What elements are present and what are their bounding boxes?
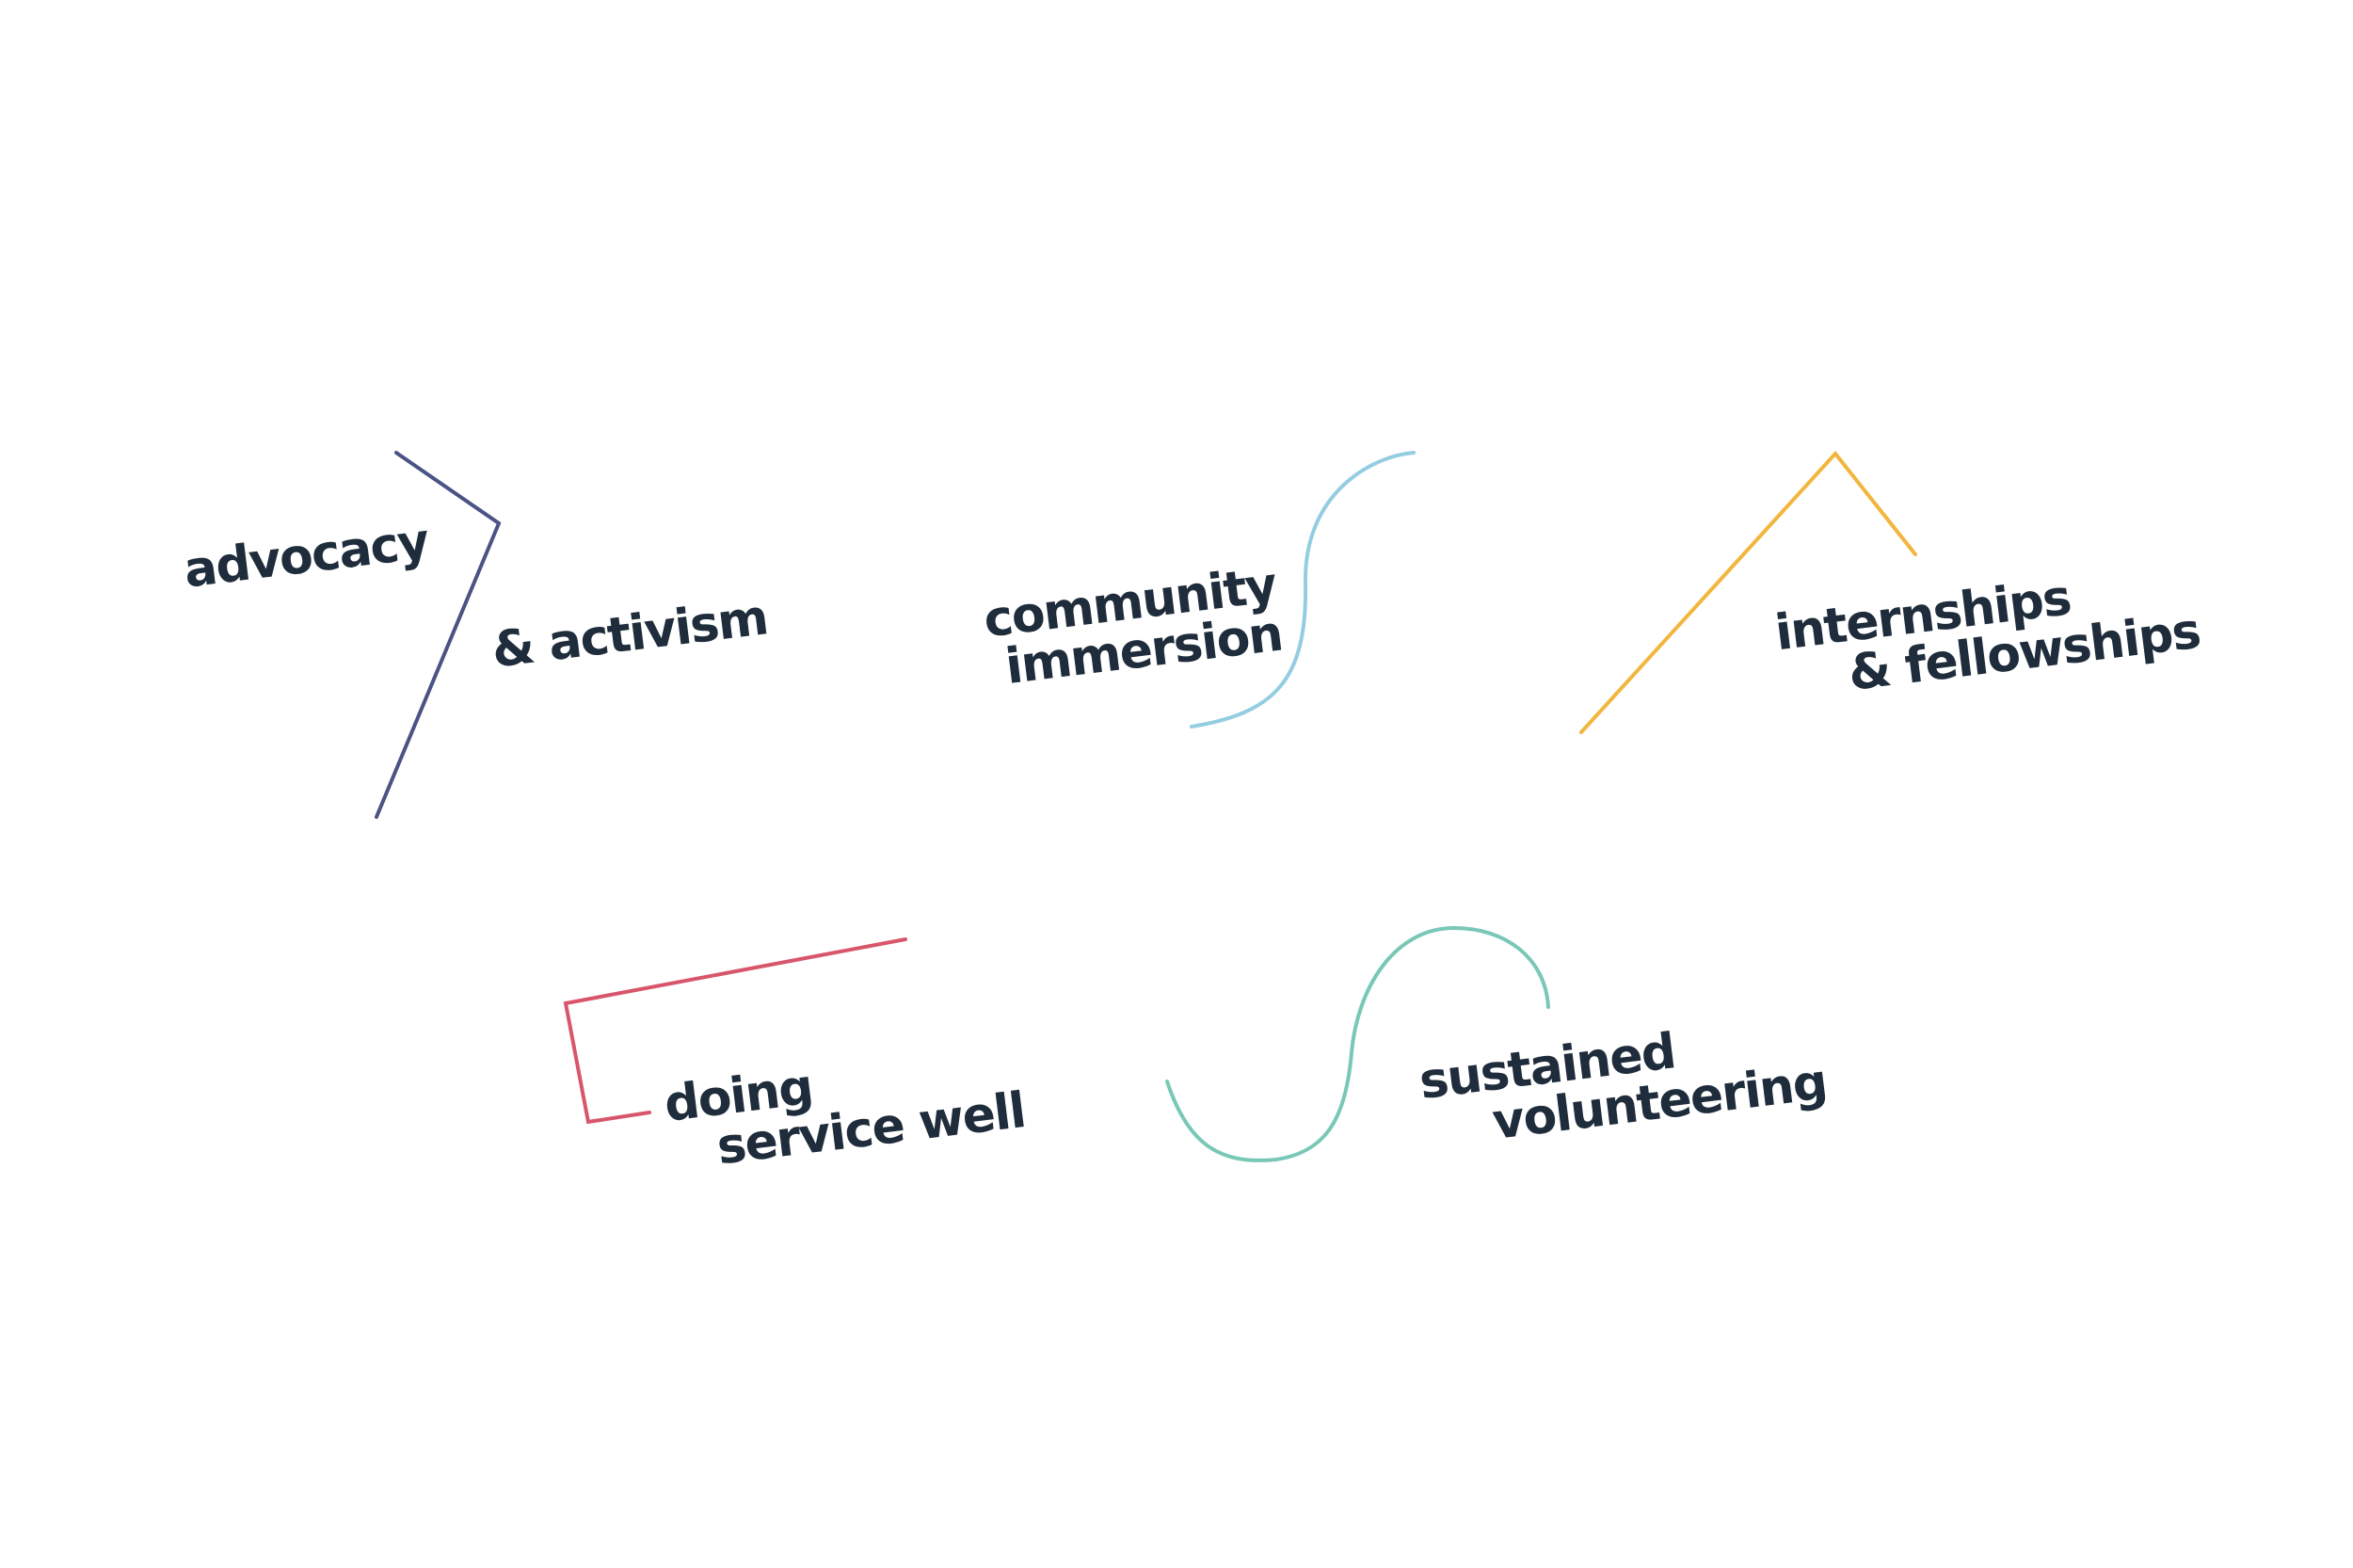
internships-connector-line	[1579, 450, 1917, 734]
community-connector-line	[1190, 451, 1416, 728]
volunteering-connector-line	[1165, 925, 1550, 1162]
service-connector-line	[563, 937, 907, 1125]
advocacy-connector-line	[375, 451, 502, 819]
